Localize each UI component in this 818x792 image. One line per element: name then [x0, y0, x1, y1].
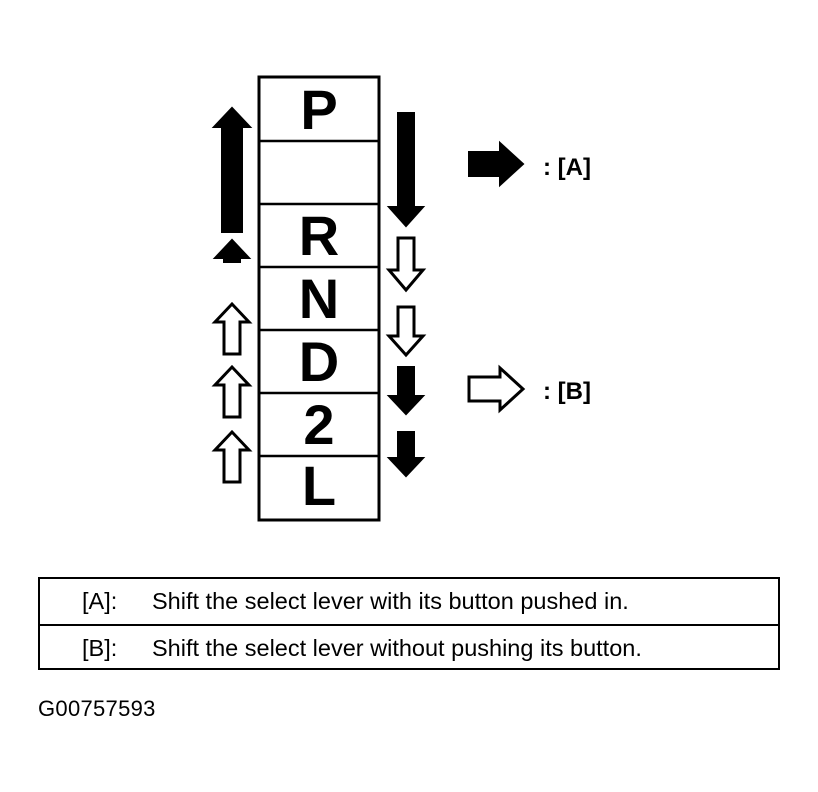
gate-label-2: 2 [303, 393, 334, 456]
gate-frame [257, 75, 381, 522]
legend-row-a: [A]: Shift the select lever with its but… [40, 579, 778, 623]
right-arrow-outline-icon [467, 364, 526, 414]
right-arrow-filled-icon [468, 140, 525, 188]
up-arrow-outline [211, 429, 253, 484]
gate-label-r: R [299, 204, 339, 267]
down-arrow-filled [386, 431, 426, 478]
gate-column: P R N D 2 L [257, 75, 381, 522]
gate-label-n: N [299, 267, 339, 330]
up-arrow-outline [211, 364, 253, 419]
legend-key: [A]: [82, 588, 118, 614]
left-arrows [211, 106, 253, 484]
down-arrow-outline [385, 236, 427, 293]
gate-label-d: D [299, 330, 339, 393]
legend-description: Shift the select lever without pushing i… [152, 635, 642, 661]
legend-key: [B]: [82, 635, 118, 661]
legend-table: [A]: Shift the select lever with its but… [38, 577, 780, 670]
right-arrows [385, 112, 427, 478]
legend-label-b: : [B] [543, 378, 591, 405]
legend-symbols: : [A] : [B] [467, 140, 591, 414]
down-arrow-filled [386, 366, 426, 416]
gate-label-l: L [302, 454, 336, 517]
legend-label-a: : [A] [543, 154, 591, 181]
gate-label-p: P [300, 78, 337, 141]
legend-row-b: [B]: Shift the select lever without push… [40, 624, 778, 670]
figure-id: G00757593 [38, 696, 156, 721]
long-down-arrow-filled [386, 112, 426, 228]
long-up-arrow-filled [211, 106, 253, 233]
up-arrow-filled [212, 238, 252, 263]
down-arrow-outline [385, 305, 427, 358]
legend-description: Shift the select lever with its button p… [152, 588, 629, 614]
up-arrow-outline [211, 301, 253, 356]
